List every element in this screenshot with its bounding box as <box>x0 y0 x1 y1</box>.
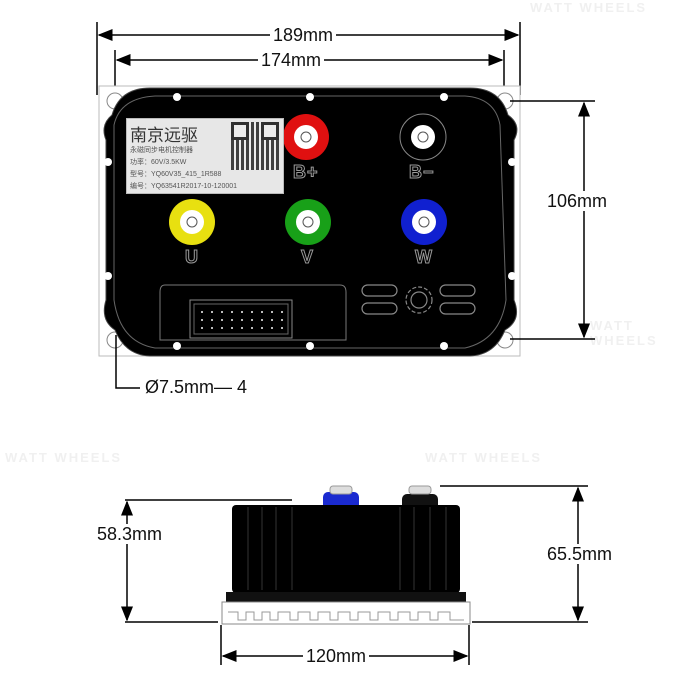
terminal-label-b-minus: B− <box>409 162 435 183</box>
watermark: WATT WHEELS <box>530 0 648 15</box>
dim-side-width: 120mm <box>303 646 370 666</box>
label-model: 型号：YQ60V35_415_1R588 <box>130 171 222 178</box>
label-product: 永磁同步电机控制器 <box>130 147 193 154</box>
terminal-label-b-plus: B+ <box>293 162 319 183</box>
terminal-label-u: U <box>185 247 199 268</box>
dim-hole-spacing-height: 106mm <box>544 191 611 211</box>
dim-overall-width: 189mm <box>270 25 337 45</box>
watermark: WATT WHEELS <box>5 450 123 465</box>
label-brand: 南京远驱 <box>130 126 198 146</box>
terminal-v-icon <box>285 199 331 245</box>
terminal-b-minus-icon <box>399 113 447 161</box>
label-serial: 编号：YQ63541R2017-10-120001 <box>130 183 238 190</box>
dim-mount-hole: Ø7.5mm— 4 <box>142 377 251 397</box>
terminal-u-icon <box>169 199 215 245</box>
watermark: WATT WHEELS <box>425 450 543 465</box>
terminal-label-v: V <box>300 247 315 268</box>
watermark: WATT WHEELS <box>590 318 658 348</box>
terminal-b-plus-icon <box>283 114 329 160</box>
terminal-w-icon <box>401 199 447 245</box>
product-label: 南京远驱 永磁同步电机控制器 功率：60V/3.5KW 型号：YQ60V35_4… <box>126 118 284 194</box>
qr-code-icon <box>231 122 279 170</box>
dim-hole-spacing-width: 174mm <box>258 50 325 70</box>
terminal-label-w: W <box>415 247 433 268</box>
dim-total-height: 65.5mm <box>544 544 616 564</box>
dim-body-height: 58.3mm <box>94 524 166 544</box>
label-power: 功率：60V/3.5KW <box>130 159 187 166</box>
